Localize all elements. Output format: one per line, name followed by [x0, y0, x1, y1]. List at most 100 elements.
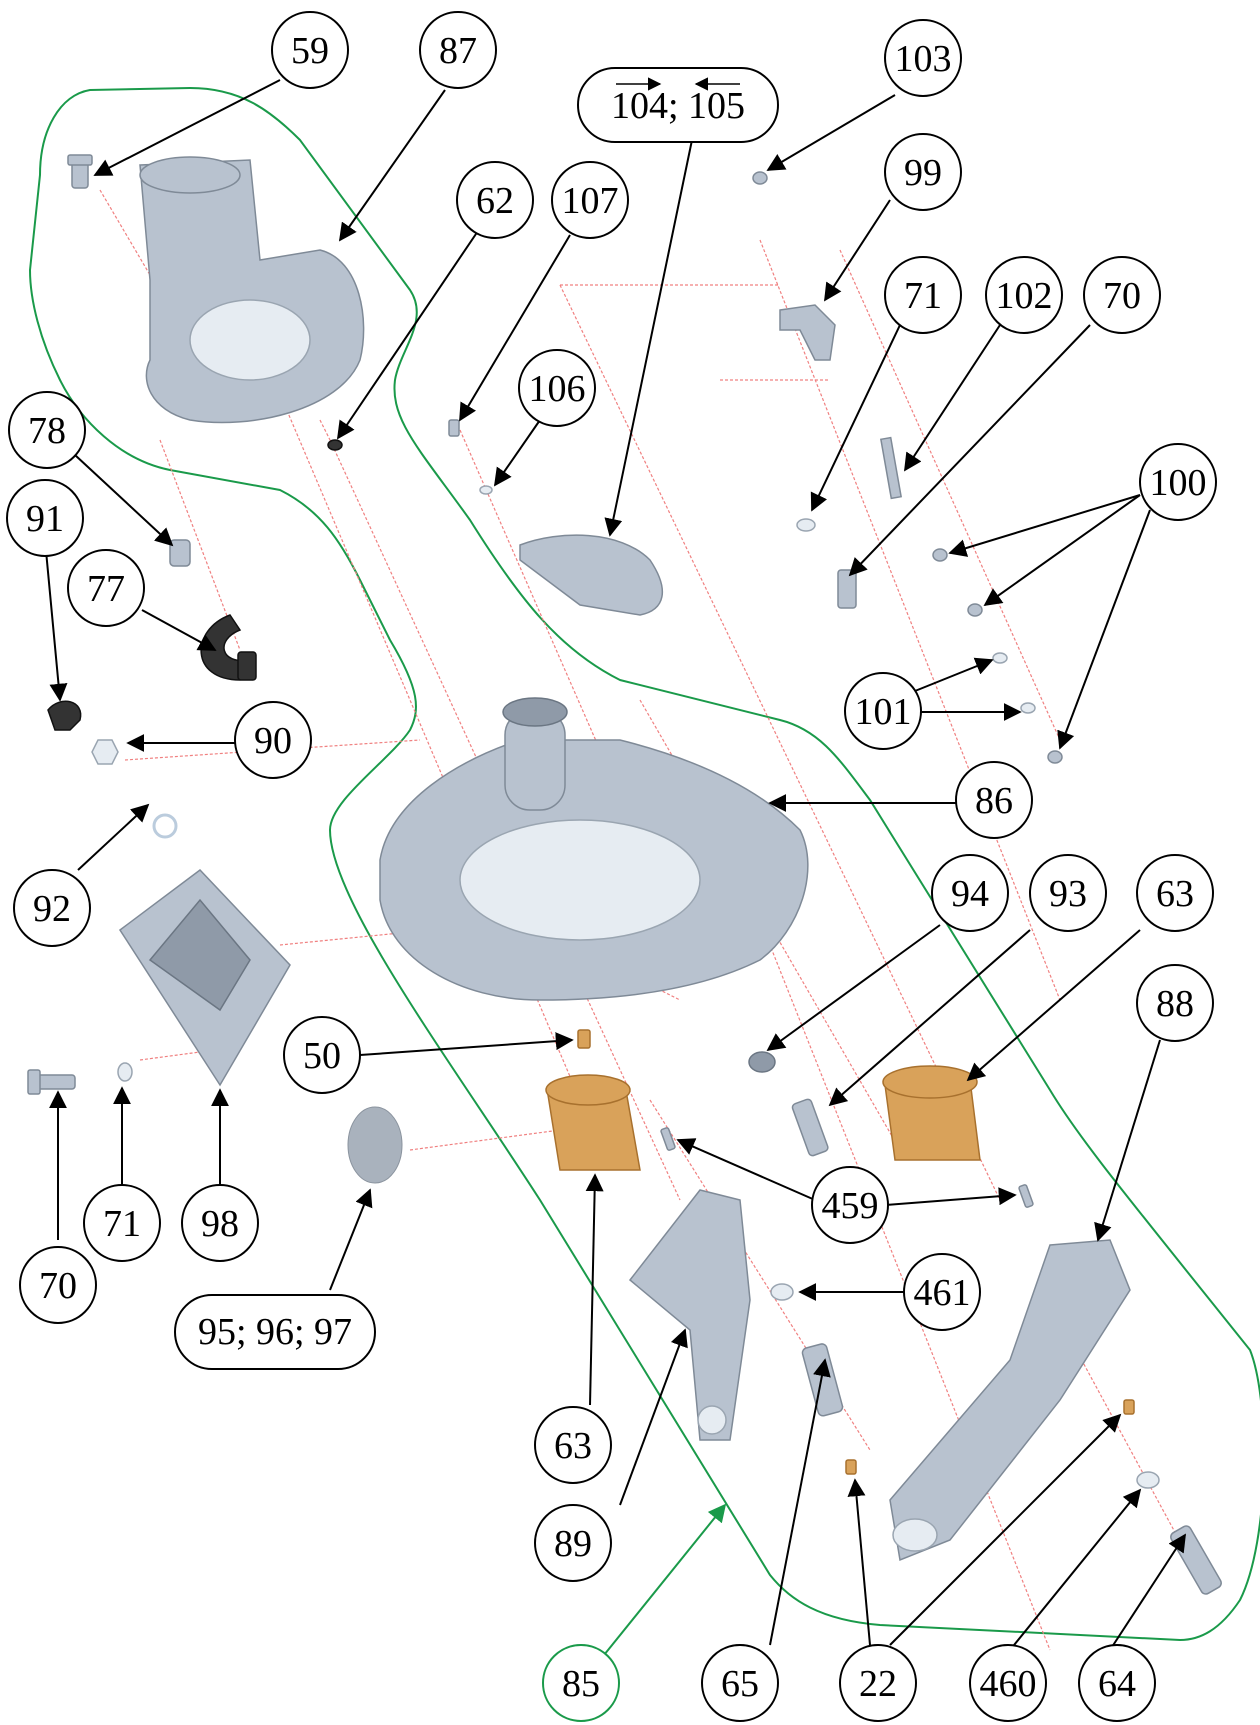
callout-78: 78 — [8, 391, 86, 469]
svg-text:98: 98 — [201, 1203, 239, 1245]
svg-text:92: 92 — [33, 888, 71, 930]
callout-459: 459 — [811, 1166, 889, 1244]
callout-85: 85 — [542, 1644, 620, 1722]
callout-77: 77 — [67, 549, 145, 627]
svg-text:71: 71 — [904, 275, 942, 317]
callout-86: 86 — [955, 761, 1033, 839]
part-70-bolt-left — [27, 1069, 76, 1095]
part-93-pin — [791, 1098, 829, 1157]
callout-71-bottom: 71 — [83, 1184, 161, 1262]
callout-95-96-97: 95; 96; 97 — [174, 1294, 376, 1370]
callout-50: 50 — [283, 1016, 361, 1094]
callout-100: 100 — [1139, 443, 1217, 521]
svg-text:59: 59 — [291, 30, 329, 72]
part-91-cap — [47, 700, 82, 731]
callout-22: 22 — [839, 1644, 917, 1722]
part-86-carrier — [379, 697, 809, 1001]
callout-98: 98 — [181, 1184, 259, 1262]
part-90-nut — [91, 739, 119, 765]
callout-107: 107 — [551, 161, 629, 239]
part-103-nut — [752, 171, 768, 185]
part-70-bolt-top — [837, 569, 857, 609]
callout-102: 102 — [985, 256, 1063, 334]
part-460-washer — [1136, 1471, 1160, 1489]
callout-101: 101 — [844, 672, 922, 750]
callout-64: 64 — [1078, 1644, 1156, 1722]
part-99-bracket — [779, 304, 836, 361]
part-107-screw — [448, 419, 460, 437]
svg-text:94: 94 — [951, 873, 989, 915]
svg-text:99: 99 — [904, 152, 942, 194]
svg-text:88: 88 — [1156, 983, 1194, 1025]
svg-text:95; 96; 97: 95; 96; 97 — [198, 1311, 352, 1353]
svg-text:70: 70 — [39, 1265, 77, 1307]
part-22-fitting-right — [1123, 1399, 1135, 1415]
svg-text:62: 62 — [476, 180, 514, 222]
svg-text:77: 77 — [87, 568, 125, 610]
part-78-connector — [169, 539, 191, 567]
svg-text:87: 87 — [439, 30, 477, 72]
svg-text:78: 78 — [28, 410, 66, 452]
part-95-96-97-disc — [347, 1106, 403, 1184]
callout-91: 91 — [6, 479, 84, 557]
svg-text:71: 71 — [103, 1203, 141, 1245]
part-77-plug — [237, 651, 257, 681]
svg-text:90: 90 — [254, 720, 292, 762]
part-22-fitting-left — [845, 1459, 857, 1475]
part-50-fitting — [577, 1029, 591, 1049]
callout-104-105: 104; 105 — [577, 67, 779, 143]
callout-94: 94 — [931, 854, 1009, 932]
callout-461: 461 — [903, 1253, 981, 1331]
svg-text:50: 50 — [303, 1035, 341, 1077]
part-59-bolt — [67, 154, 93, 189]
part-63-bushing-right — [882, 1065, 981, 1161]
callout-99: 99 — [884, 133, 962, 211]
callout-62: 62 — [456, 161, 534, 239]
svg-text:64: 64 — [1098, 1663, 1136, 1705]
callout-65: 65 — [701, 1644, 779, 1722]
svg-text:460: 460 — [980, 1663, 1037, 1705]
callout-63-top: 63 — [1136, 854, 1214, 932]
part-104-105-cover — [519, 534, 664, 616]
callout-89: 89 — [534, 1504, 612, 1582]
part-92-seal — [152, 813, 178, 839]
part-461-washer — [770, 1283, 794, 1301]
svg-text:101: 101 — [855, 691, 912, 733]
svg-text:85: 85 — [562, 1663, 600, 1705]
callout-70-top: 70 — [1083, 256, 1161, 334]
svg-text:70: 70 — [1103, 275, 1141, 317]
svg-text:106: 106 — [529, 368, 586, 410]
part-89-lever — [628, 1189, 751, 1441]
part-64-pin — [1170, 1525, 1222, 1595]
callout-460: 460 — [969, 1644, 1047, 1722]
svg-text:102: 102 — [996, 275, 1053, 317]
part-98-mount — [118, 868, 291, 1087]
svg-text:65: 65 — [721, 1663, 759, 1705]
callout-103: 103 — [884, 19, 962, 97]
part-459-pin-right — [1018, 1184, 1034, 1208]
part-65-pin — [801, 1343, 844, 1417]
part-100-nuts — [932, 548, 1063, 764]
svg-text:91: 91 — [26, 498, 64, 540]
svg-text:104; 105: 104; 105 — [611, 85, 745, 127]
callout-59: 59 — [271, 11, 349, 89]
callout-93: 93 — [1029, 854, 1107, 932]
callout-87: 87 — [419, 11, 497, 89]
part-106-washer — [479, 485, 493, 495]
svg-text:89: 89 — [554, 1523, 592, 1565]
svg-text:63: 63 — [1156, 873, 1194, 915]
part-87-hub — [139, 156, 365, 424]
svg-text:461: 461 — [914, 1272, 971, 1314]
leader-lines — [44, 79, 1186, 1661]
part-88-arm — [889, 1239, 1131, 1562]
part-102-pin — [879, 436, 903, 500]
callout-106: 106 — [518, 349, 596, 427]
part-71-washer-top — [796, 518, 816, 532]
svg-text:100: 100 — [1150, 462, 1207, 504]
svg-text:93: 93 — [1049, 873, 1087, 915]
callout-88: 88 — [1136, 964, 1214, 1042]
callout-71-top: 71 — [884, 256, 962, 334]
callout-63-bottom: 63 — [534, 1406, 612, 1484]
callout-70-bottom: 70 — [19, 1246, 97, 1324]
